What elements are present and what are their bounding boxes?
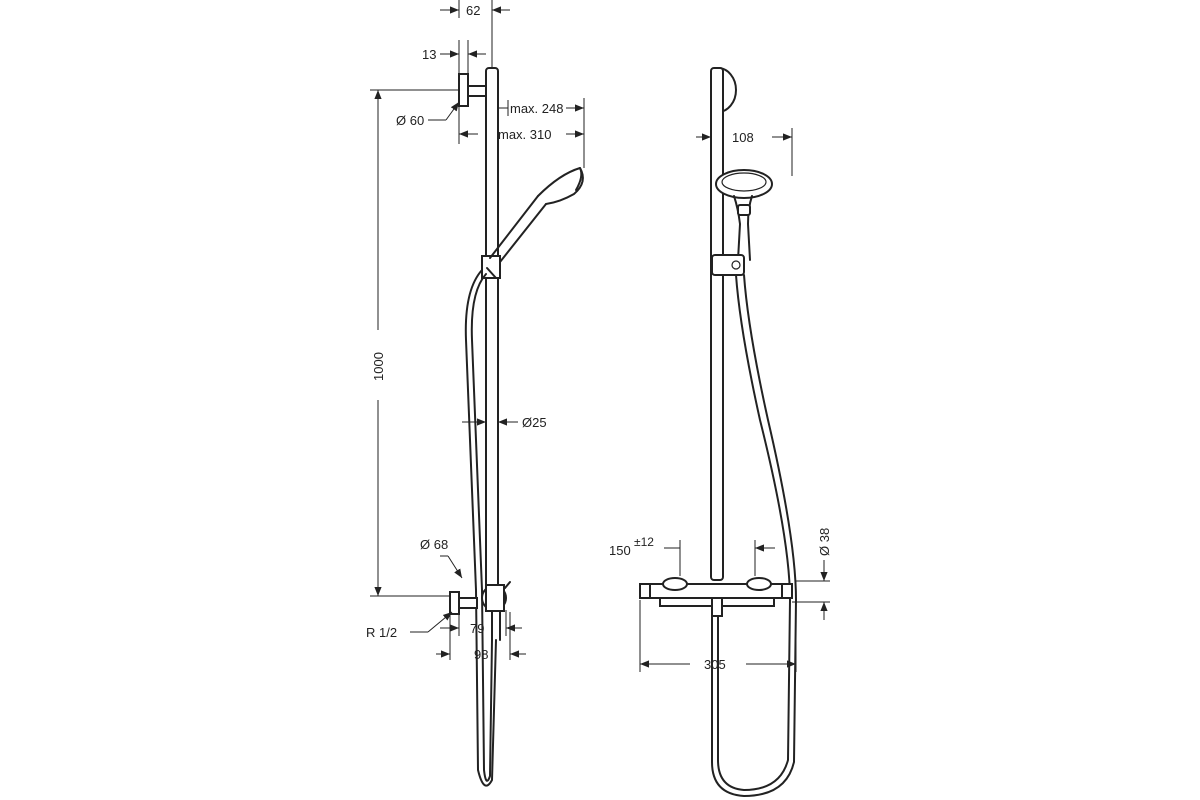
- hose: [464, 269, 497, 787]
- front-rail: [710, 67, 724, 581]
- front-slider-holder: [711, 254, 745, 276]
- top-wall-bracket: [458, 73, 469, 107]
- dim-305-label: 305: [704, 657, 726, 672]
- dim-60-label: Ø 60: [396, 113, 424, 128]
- thermostat-front: [639, 577, 793, 617]
- dim-68-label: Ø 68: [420, 537, 448, 552]
- dim-13-label: 13: [422, 47, 436, 62]
- dim-1000-label: 1000: [371, 352, 386, 381]
- dim-79-label: 79: [470, 621, 484, 636]
- dim-25-label: Ø25: [522, 415, 547, 430]
- side-view: 62 13 Ø 60 max. 248 max. 310 1000 Ø25: [366, 0, 585, 787]
- dim-38-label: Ø 38: [817, 528, 832, 556]
- dim-r12-label: R 1/2: [366, 625, 397, 640]
- dim-62-label: 62: [466, 3, 480, 18]
- thermostat-side: [449, 581, 511, 641]
- hand-shower: [489, 167, 584, 263]
- dim-98-label: 98: [474, 647, 488, 662]
- dim-max310-label: max. 310: [498, 127, 551, 142]
- front-hand-shower: [715, 169, 773, 261]
- front-hose: [711, 274, 797, 797]
- dim-108-label: 108: [732, 130, 754, 145]
- dim-150-tolerance: ±12: [634, 535, 654, 549]
- dim-150-label: 150: [609, 543, 631, 558]
- front-view: 108 150 ±12 Ø 38 305: [609, 66, 832, 797]
- shower-rail: [485, 67, 499, 599]
- dim-max248-label: max. 248: [510, 101, 563, 116]
